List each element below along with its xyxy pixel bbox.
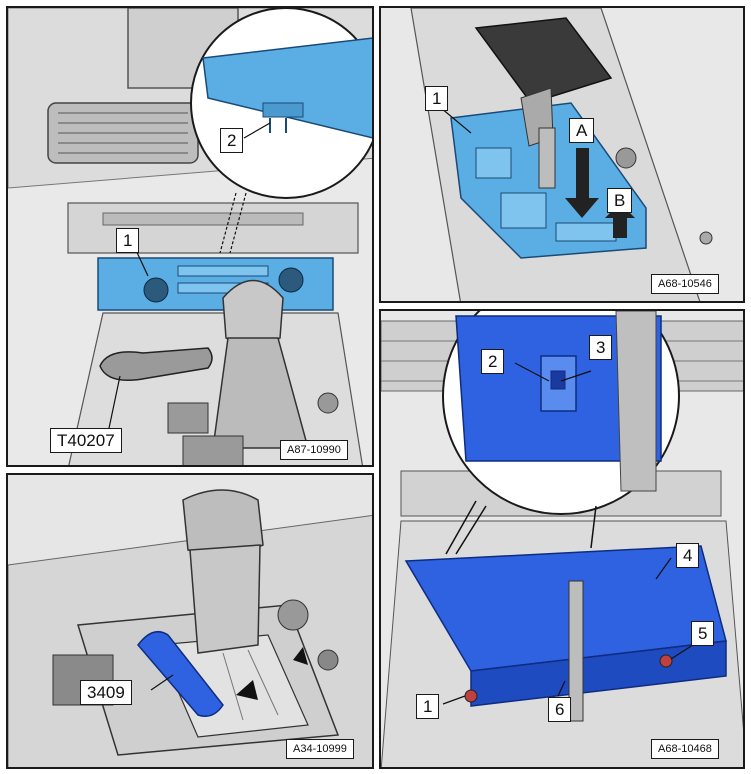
label-t40207: T40207 [50, 428, 122, 453]
release-tool-t40207 [99, 347, 213, 381]
climatronic-control-panel [97, 257, 334, 311]
label-a: A [569, 118, 595, 143]
panel-climatronic: 1 2 T40207 A87-10990 [6, 6, 374, 467]
selector-trim-illustration [381, 8, 743, 301]
label-1: 1 [116, 228, 140, 253]
detail-magnifier [190, 8, 372, 199]
label-3: 3 [589, 335, 613, 360]
climatronic-illustration [8, 8, 372, 465]
wedge-tool-3409 [137, 630, 224, 717]
gear-selector-knob [182, 489, 264, 654]
label-2: 2 [220, 128, 244, 153]
figure-reference: A68-10468 [651, 739, 719, 759]
label-1: 1 [416, 694, 440, 719]
panel-storage-compartment: 2 3 4 5 1 6 A68-10468 [379, 309, 745, 769]
panel-selector-trim: 1 A B A68-10546 [379, 6, 745, 303]
arrow-a [565, 148, 599, 218]
label-1: 1 [425, 86, 449, 111]
label-2: 2 [481, 349, 505, 374]
figure-reference: A87-10990 [280, 440, 348, 460]
panel-gaiter-wedge: 3409 A34-10999 [6, 473, 374, 769]
air-vent-left [47, 102, 199, 164]
label-4: 4 [676, 543, 700, 568]
gaiter-wedge-illustration [8, 475, 372, 767]
label-b: B [607, 188, 633, 213]
figure-reference: A68-10546 [651, 274, 719, 294]
label-5: 5 [691, 621, 715, 646]
figure-reference: A34-10999 [286, 739, 354, 759]
gear-selector-knob [212, 279, 309, 449]
label-6: 6 [548, 697, 572, 722]
label-3409: 3409 [80, 680, 132, 705]
